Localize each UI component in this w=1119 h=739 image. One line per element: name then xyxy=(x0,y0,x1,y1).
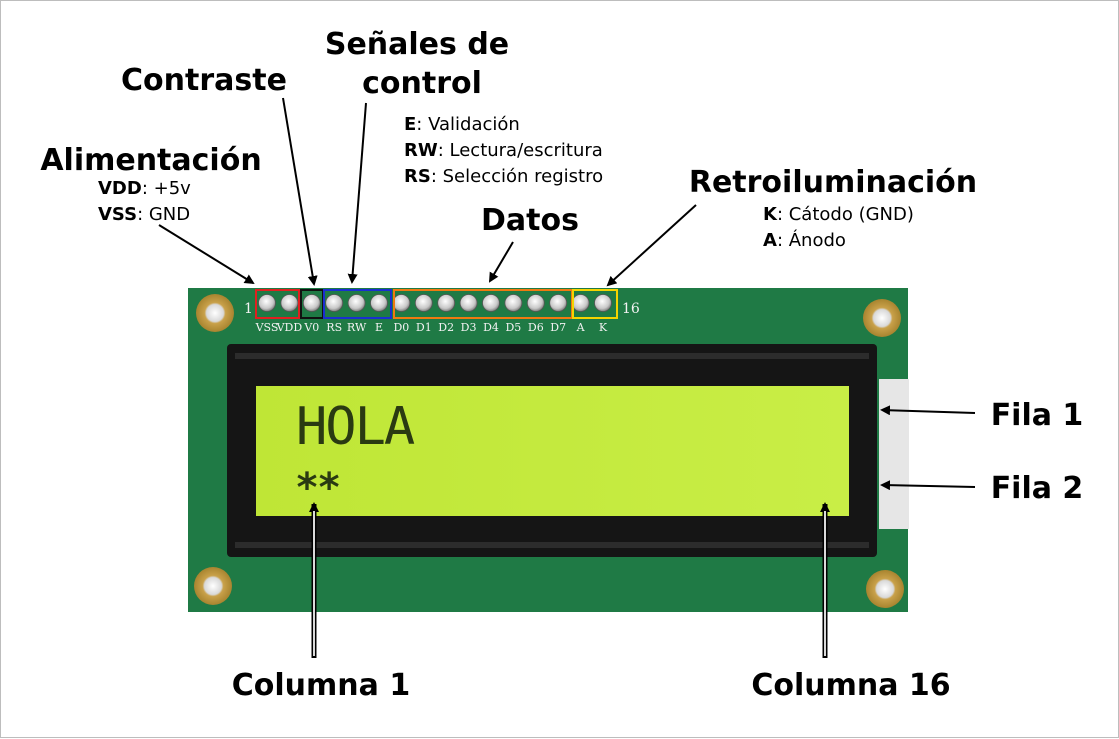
pin-15 xyxy=(571,294,590,312)
pin-label-d4: D4 xyxy=(483,321,499,334)
arrow-icon xyxy=(158,224,255,285)
pin-number-last: 16 xyxy=(622,301,640,317)
arrow-icon xyxy=(606,204,697,287)
pin-7 xyxy=(392,294,411,312)
pin-label-d5: D5 xyxy=(505,321,521,334)
pcb-tab xyxy=(879,379,909,529)
arrow-icon xyxy=(347,102,367,284)
pin-label-a: A xyxy=(576,321,586,334)
rw-value: : Lectura/escritura xyxy=(438,140,603,161)
arrow-icon xyxy=(880,405,976,416)
column16-label: Columna 16 xyxy=(751,668,950,703)
lcd-row2-text: ** xyxy=(295,465,339,511)
pin-2 xyxy=(280,294,299,312)
rs-line: RS: Selección registro xyxy=(404,166,603,187)
column1-label: Columna 1 xyxy=(232,668,410,703)
pin-label-rw: RW xyxy=(347,321,367,334)
pin-5 xyxy=(347,294,366,312)
backlight-pins-box xyxy=(572,289,618,319)
k-key: K xyxy=(763,204,778,225)
pin-label-d3: D3 xyxy=(461,321,477,334)
control-pins-box xyxy=(323,289,392,319)
rs-value: : Selección registro xyxy=(431,166,603,187)
mounting-hole-bottom-left xyxy=(194,567,232,605)
pin-label-v0: V0 xyxy=(303,321,319,334)
pin-16 xyxy=(594,294,612,312)
pin-1 xyxy=(258,294,276,312)
pin-label-e: E xyxy=(375,321,383,334)
mounting-hole-top-left xyxy=(196,294,234,332)
a-line: A: Ánodo xyxy=(763,229,846,251)
pin-label-d0: D0 xyxy=(393,321,409,334)
bezel-strip-top xyxy=(235,353,869,359)
pin-3 xyxy=(302,294,321,312)
arrow-icon xyxy=(282,97,318,286)
rs-key: RS xyxy=(404,166,431,187)
pin-10 xyxy=(459,294,478,312)
power-title: Alimentación xyxy=(40,143,261,178)
mounting-hole-bottom-right xyxy=(866,570,904,608)
pin-label-d2: D2 xyxy=(438,321,454,334)
arrow-icon xyxy=(488,241,514,283)
lcd-row1-text: HOLA xyxy=(296,397,415,457)
pin-label-d1: D1 xyxy=(416,321,432,334)
lcd-screen xyxy=(256,386,849,516)
a-key: A xyxy=(763,230,777,251)
pin-14 xyxy=(549,294,568,312)
control-title-line1: Señales de xyxy=(325,27,509,62)
k-value: : Cátodo (GND) xyxy=(777,204,914,225)
e-line: E: Validación xyxy=(404,114,520,135)
pin-13 xyxy=(526,294,545,312)
contrast-title: Contraste xyxy=(121,63,287,98)
a-value: : Ánodo xyxy=(777,229,846,251)
pin-label-vdd: VDD xyxy=(276,321,303,334)
vdd-key: VDD xyxy=(98,178,142,199)
data-title: Datos xyxy=(481,203,579,238)
pin-label-vss: VSS xyxy=(255,321,279,334)
pin-11 xyxy=(482,294,500,312)
pin-4 xyxy=(325,294,344,312)
arrow-icon xyxy=(880,480,976,491)
vdd-line: VDD: +5v xyxy=(98,178,191,199)
e-key: E xyxy=(404,114,416,135)
pin-9 xyxy=(437,294,456,312)
pin-label-rs: RS xyxy=(326,321,342,334)
pin-12 xyxy=(504,294,523,312)
pin-label-k: K xyxy=(599,321,608,334)
row1-label: Fila 1 xyxy=(991,398,1084,433)
pin-8 xyxy=(414,294,433,312)
mounting-hole-top-right xyxy=(863,299,901,337)
vss-key: VSS xyxy=(98,204,137,225)
pin-label-d7: D7 xyxy=(550,321,566,334)
pin-label-d6: D6 xyxy=(528,321,544,334)
power-pins-box xyxy=(255,289,300,319)
control-title-line2: control xyxy=(362,66,482,101)
rw-key: RW xyxy=(404,140,438,161)
backlight-title: Retroiluminación xyxy=(689,165,977,200)
vss-value: : GND xyxy=(137,204,190,225)
rw-line: RW: Lectura/escritura xyxy=(404,140,603,161)
k-line: K: Cátodo (GND) xyxy=(763,204,914,225)
row2-label: Fila 2 xyxy=(991,471,1084,506)
bezel-strip-bottom xyxy=(235,542,869,548)
vss-line: VSS: GND xyxy=(98,204,190,225)
pin-6 xyxy=(370,294,388,312)
e-value: : Validación xyxy=(416,114,520,135)
vdd-value: : +5v xyxy=(142,178,191,199)
pin-number-first: 1 xyxy=(244,301,253,317)
